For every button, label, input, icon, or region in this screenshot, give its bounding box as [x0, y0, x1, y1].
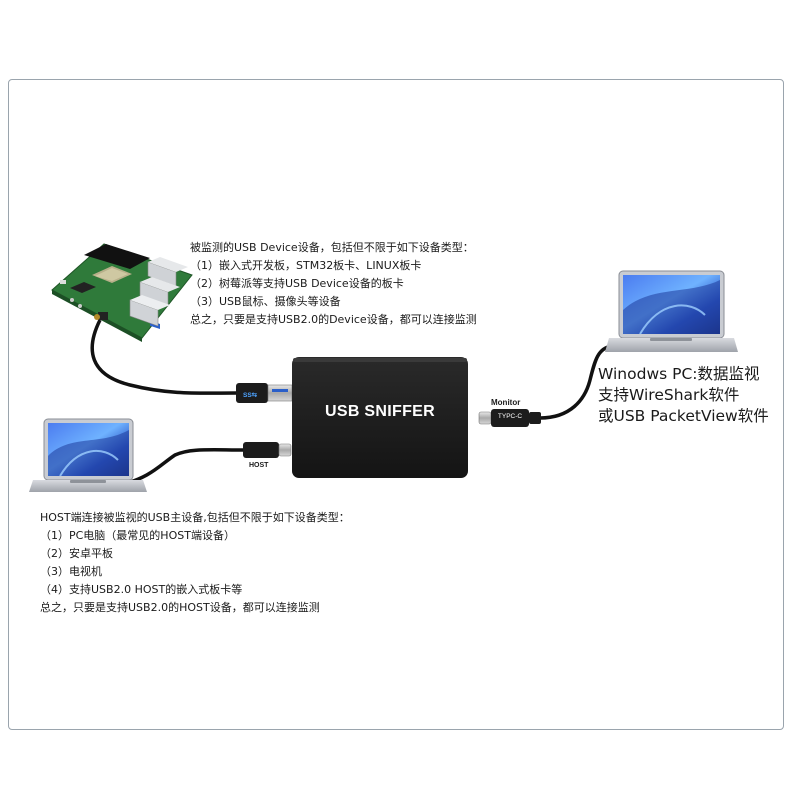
cable-device	[90, 319, 238, 395]
cable-monitor	[539, 344, 613, 420]
host-description: HOST端连接被监视的USB主设备,包括但不限于如下设备类型： （1）PC电脑（…	[40, 509, 350, 617]
device-line: （2）树莓派等支持USB Device设备的板卡	[190, 277, 404, 290]
monitor-label: Monitor	[491, 398, 521, 407]
usb-c-monitor-plug-icon	[478, 409, 541, 427]
sniffer-title: USB SNIFFER	[325, 403, 435, 420]
usb-sniffer-device-icon	[292, 357, 468, 478]
device-line: （1）嵌入式开发板，STM32板卡、LINUX板卡	[190, 259, 422, 272]
usb-a-plug-icon	[236, 383, 293, 403]
laptop-host-icon	[29, 418, 147, 492]
cable-host	[119, 447, 246, 487]
typec-label: TYPC-C	[497, 413, 523, 420]
device-line: 被监测的USB Device设备，包括但不限于如下设备类型：	[190, 241, 474, 254]
raspberry-pi-board-icon	[51, 243, 193, 342]
usb-c-host-plug-icon	[243, 442, 292, 458]
pc-line: 支持WireShark软件	[598, 386, 740, 404]
pc-line: 或USB PacketView软件	[598, 407, 769, 425]
host-line: （2）安卓平板	[40, 547, 113, 560]
device-line: 总之，只要是支持USB2.0的Device设备，都可以连接监测	[190, 313, 477, 326]
host-line: （4）支持USB2.0 HOST的嵌入式板卡等	[40, 583, 243, 596]
host-line: 总之，只要是支持USB2.0的HOST设备，都可以连接监测	[40, 601, 320, 614]
host-label: HOST	[249, 462, 269, 469]
laptop-icon	[605, 270, 738, 352]
host-line: （3）电视机	[40, 565, 102, 578]
host-line: HOST端连接被监视的USB主设备,包括但不限于如下设备类型：	[40, 511, 350, 524]
pc-line: Winodws PC:数据监视	[598, 365, 760, 383]
pc-description: Winodws PC:数据监视 支持WireShark软件 或USB Packe…	[598, 364, 769, 427]
device-line: （3）USB鼠标、摄像头等设备	[190, 295, 341, 308]
host-line: （1）PC电脑（最常见的HOST端设备）	[40, 529, 235, 542]
device-description: 被监测的USB Device设备，包括但不限于如下设备类型： （1）嵌入式开发板…	[190, 239, 477, 329]
usb3-logo: SS⇆	[243, 391, 258, 399]
